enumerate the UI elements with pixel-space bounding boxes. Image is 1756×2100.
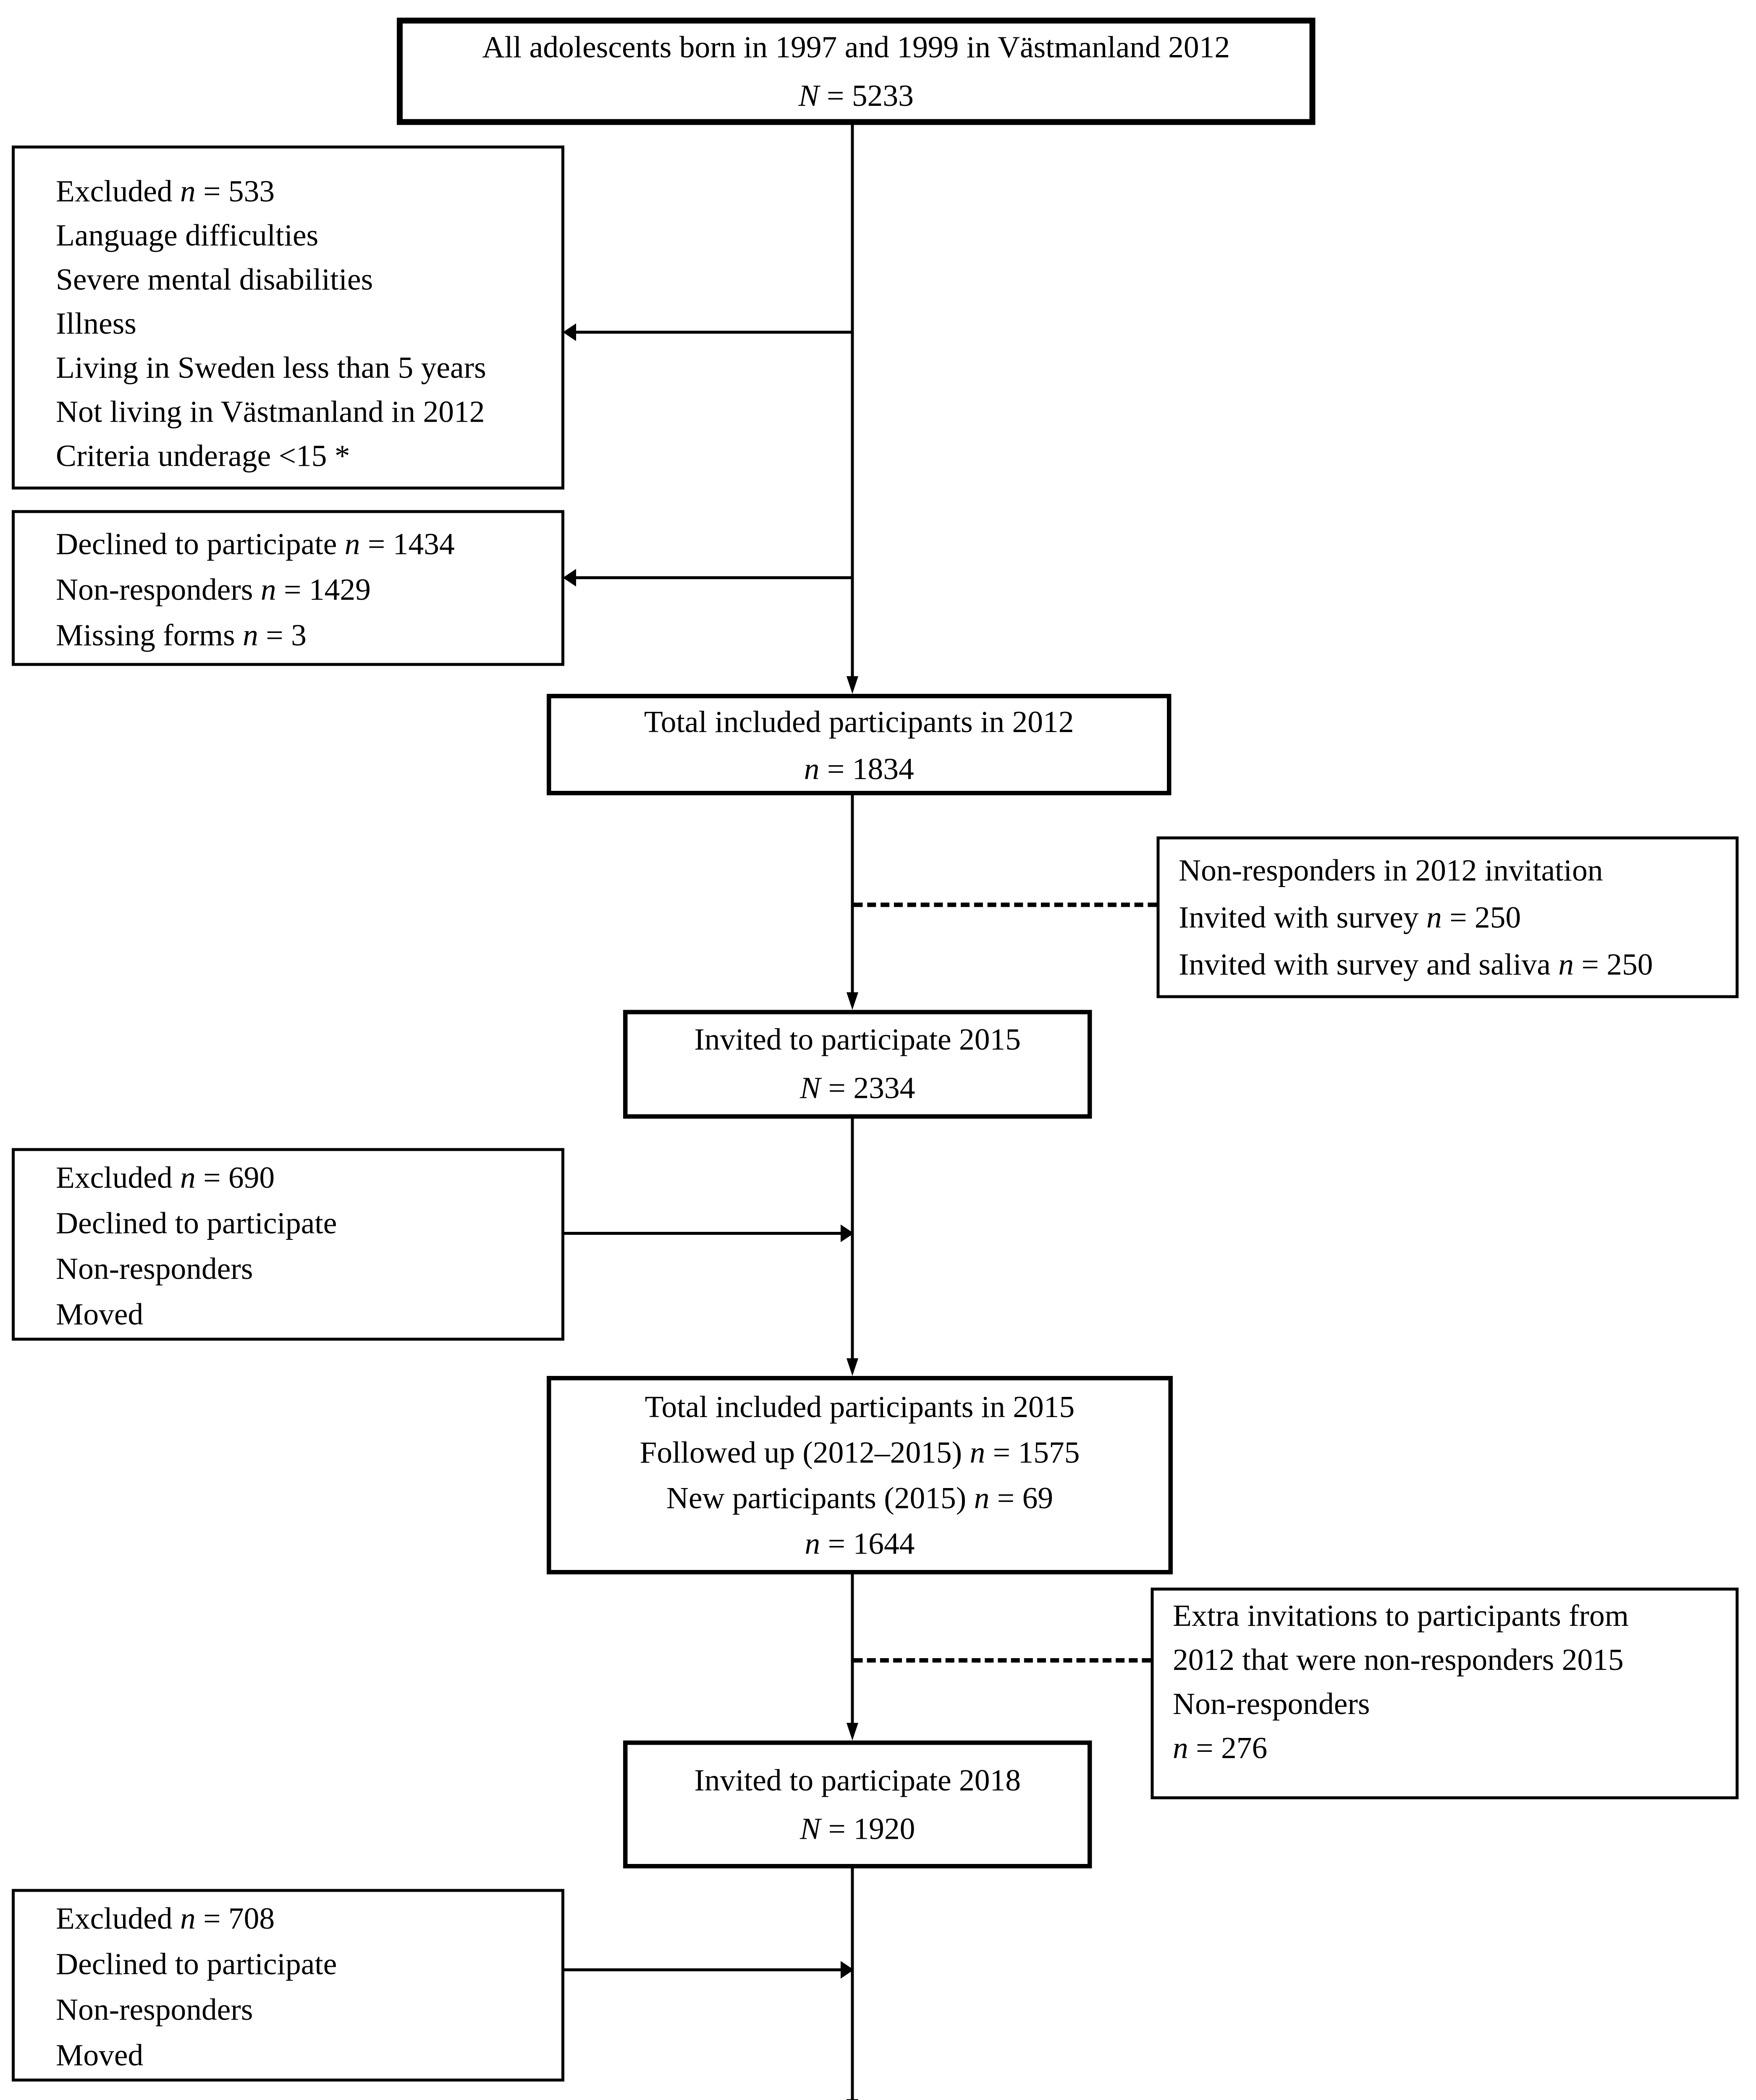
box-text-line: New participants (2015) n = 69 [666,1479,1054,1515]
box-text-line: n = 1644 [805,1525,915,1561]
nonresponders-2012-invitation-box: Non-responders in 2012 invitation Invite… [1156,836,1739,998]
box-text-line: Non-responders in 2012 invitation [1179,853,1603,888]
flow-line-total-2015-to-invited-2018 [851,1574,854,1723]
dashed-branch-extra-invitations [854,1658,1151,1663]
excluded-2015-box: Excluded n = 690 Declined to participate… [12,1148,564,1341]
box-text-line: Declined to participate [56,1946,337,1982]
arrowhead-left [563,323,576,341]
box-text-line: Invited with survey and saliva n = 250 [1179,947,1653,982]
population-box: All adolescents born in 1997 and 1999 in… [397,18,1316,125]
branch-line-excluded-2018 [564,1968,841,1971]
arrowhead-right [841,1961,854,1979]
box-text-line: Invited to participate 2015 [694,1021,1021,1057]
box-text-line: Non-responders [56,1992,253,2027]
box-text-line: N = 1920 [800,1810,915,1846]
flow-line-total-2012-to-invited-2015 [851,795,854,995]
total-2015-box: Total included participants in 2015 Foll… [547,1376,1173,1575]
box-text-line: Non-responders [1173,1686,1370,1722]
invited-2018-box: Invited to participate 2018 N = 1920 [623,1740,1092,1869]
arrowhead-down [847,1358,858,1376]
dashed-branch-nonresponders-invitation [854,903,1157,907]
box-text-line: Not living in Västmanland in 2012 [56,394,485,429]
box-text-line: N = 2334 [800,1070,915,1105]
arrowhead-left [563,569,576,587]
box-text-line: Criteria underage <15 * [56,438,350,473]
arrowhead-right [841,1224,854,1242]
branch-line-declined-2012 [576,576,852,579]
box-text-line: Total included participants in 2012 [644,703,1074,739]
box-text-line: Severe mental disabilities [56,262,373,297]
box-text-line: Non-responders n = 1429 [56,572,371,607]
excluded-2012-box: Excluded n = 533 Language difficulties S… [12,145,564,490]
box-text-line: Excluded n = 708 [56,1900,275,1936]
box-text-line: N = 5233 [798,77,914,113]
arrowhead-down [847,676,858,694]
declined-2012-box: Declined to participate n = 1434 Non-res… [12,510,564,666]
box-text-line: Moved [56,2037,144,2073]
box-text-line: Moved [56,1297,144,1332]
box-text-line: Living in Sweden less than 5 years [56,350,486,385]
flow-line-population-to-total-2012 [851,125,854,679]
extra-invitations-box: Extra invitations to participants from 2… [1151,1588,1739,1799]
excluded-2018-box: Excluded n = 708 Declined to participate… [12,1889,564,2082]
box-text-line: Total included participants in 2015 [645,1388,1075,1424]
arrowhead-down [847,1723,858,1740]
box-text-line: n = 1834 [804,750,914,786]
box-text-line: Language difficulties [56,218,319,253]
box-text-line: Missing forms n = 3 [56,617,307,653]
box-text-line: Illness [56,306,136,341]
box-text-line: All adolescents born in 1997 and 1999 in… [482,29,1230,64]
arrowhead-down [847,2099,858,2100]
box-text-line: Excluded n = 533 [56,173,275,209]
box-text-line: Followed up (2012–2015) n = 1575 [639,1434,1080,1470]
box-text-line: Invited with survey n = 250 [1179,900,1521,935]
invited-2015-box: Invited to participate 2015 N = 2334 [623,1010,1092,1119]
box-text-line: 2012 that were non-responders 2015 [1173,1642,1624,1677]
flow-line-invited-2018-to-total-2018 [851,1868,854,2099]
box-text-line: Extra invitations to participants from [1173,1598,1629,1633]
box-text-line: Excluded n = 690 [56,1160,275,1195]
arrowhead-down [847,992,858,1010]
branch-line-excluded-2015 [564,1232,841,1235]
branch-line-excluded-2012 [576,331,852,334]
box-text-line: n = 276 [1173,1730,1268,1766]
box-text-line: Declined to participate [56,1205,337,1241]
box-text-line: Declined to participate n = 1434 [56,526,455,562]
total-2012-box: Total included participants in 2012 n = … [547,694,1172,795]
box-text-line: Non-responders [56,1251,253,1286]
box-text-line: Invited to participate 2018 [694,1761,1021,1797]
